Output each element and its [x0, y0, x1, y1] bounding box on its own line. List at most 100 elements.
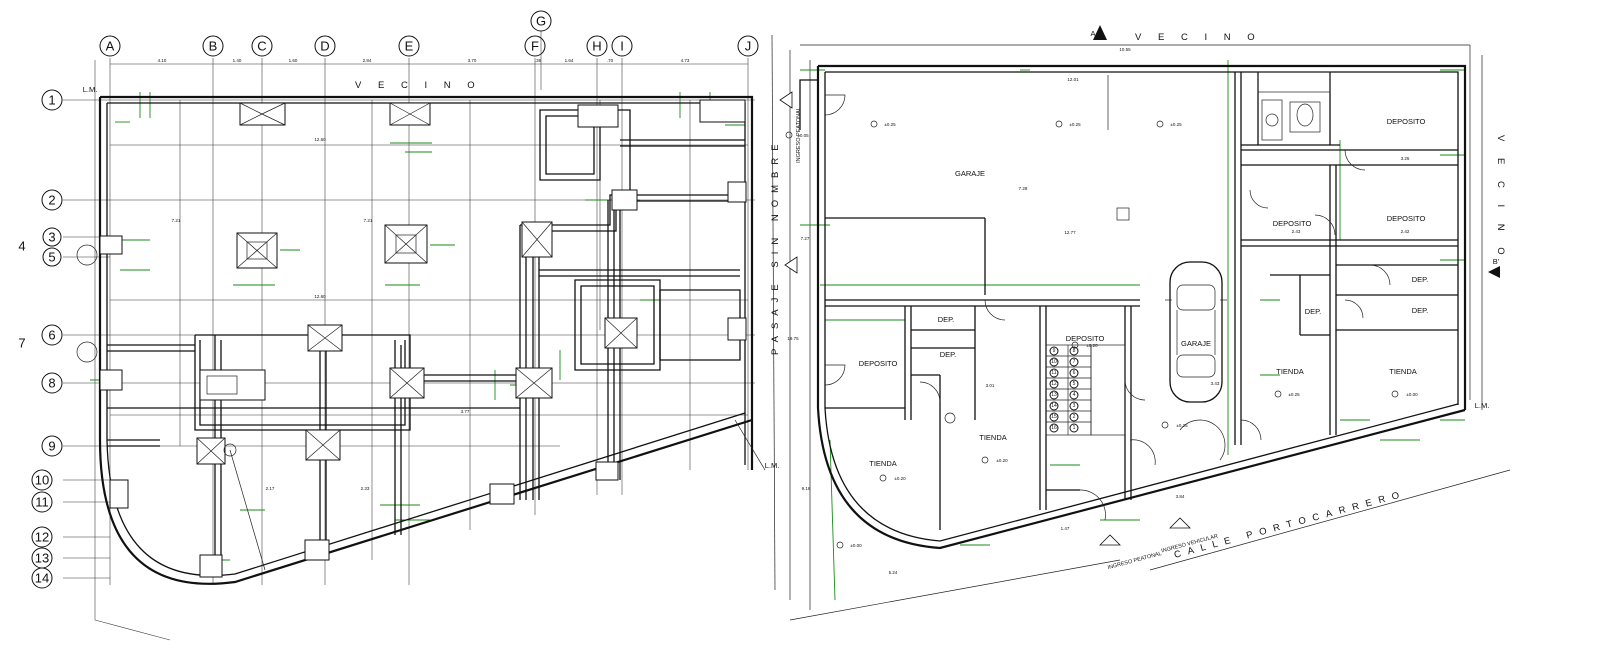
- stair-step: 16: [1051, 425, 1057, 431]
- room-deposito: DEPOSITO: [1273, 219, 1312, 228]
- row-axis-label: 4: [18, 239, 25, 254]
- col-axis-bubble: E: [398, 35, 420, 57]
- level-mark: ±0.00: [1391, 390, 1418, 398]
- svg-text:12: 12: [35, 530, 49, 545]
- dim-text: 3.70: [468, 58, 477, 63]
- svg-text:±0.25: ±0.25: [1069, 122, 1081, 127]
- svg-text:4: 4: [18, 239, 25, 254]
- svg-text:G: G: [536, 14, 546, 29]
- dim-text: 12.60: [314, 294, 326, 299]
- level-mark: ±0.20: [981, 456, 1008, 464]
- dim-text: 3.84: [1176, 494, 1185, 499]
- svg-text:F: F: [531, 39, 539, 54]
- row-axis-label: 7: [18, 336, 25, 351]
- stair-step: 9: [1053, 348, 1056, 354]
- right-dimension-markers: [800, 60, 1465, 601]
- dim-text: 7.27: [801, 236, 810, 241]
- dim-text: 5.24: [889, 570, 898, 575]
- column-pyramid: [236, 232, 278, 269]
- svg-text:11: 11: [35, 495, 49, 510]
- column-pyramid: [99, 235, 123, 255]
- dim-text: 2.84: [363, 58, 372, 63]
- column-pyramid: [727, 317, 747, 341]
- level-marks: ±0.25 ±0.25 ±0.25 ±0.05 ±0.20 ±0.25 ±0.2…: [785, 120, 1418, 549]
- dim-text: 7.28: [1019, 186, 1028, 191]
- dim-text: 2.43: [1292, 229, 1301, 234]
- svg-text:7: 7: [18, 336, 25, 351]
- dim-text: 3.43: [1211, 381, 1220, 386]
- left-columns: [76, 99, 747, 578]
- left-lm-label: L.M.: [83, 85, 98, 94]
- stair-step: 13: [1051, 392, 1057, 398]
- stair-step-numbers: 1 2 3 4 5 6 7 8 9 10 11 12 13 14 15 16: [1049, 346, 1079, 433]
- right-outer-walls: [799, 64, 1467, 550]
- column-pyramid: [699, 99, 746, 123]
- col-axis-bubble: J: [737, 35, 759, 57]
- dim-text: 1.40: [233, 58, 242, 63]
- room-tienda: TIENDA: [1276, 367, 1304, 376]
- right-doors: [824, 94, 1391, 521]
- column-pyramid: [521, 221, 553, 258]
- room-dep: DEP.: [1305, 307, 1322, 316]
- column-pyramid: [604, 317, 638, 349]
- room-tienda: TIENDA: [979, 433, 1007, 442]
- left-axis-grid: [63, 58, 755, 641]
- svg-text:±0.20: ±0.20: [894, 476, 906, 481]
- row-axis-bubble: 14: [31, 567, 53, 589]
- svg-text:J: J: [745, 39, 752, 54]
- svg-text:I: I: [620, 39, 624, 54]
- level-mark: ±0.20: [1071, 341, 1098, 349]
- room-tienda: TIENDA: [869, 459, 897, 468]
- column-pyramid: [109, 479, 129, 509]
- col-axis-bubble: C: [251, 35, 273, 57]
- svg-text:±0.25: ±0.25: [1288, 392, 1300, 397]
- stair-step: 11: [1051, 370, 1056, 376]
- column-pyramid: [239, 102, 286, 126]
- room-deposito: DEPOSITO: [859, 359, 898, 368]
- column-pyramid: [727, 181, 747, 203]
- car-icon: [1165, 261, 1227, 403]
- svg-text:±0.25: ±0.25: [884, 122, 896, 127]
- row-axis-bubble: 9: [41, 435, 63, 457]
- row-axis-bubble: 6: [41, 324, 63, 346]
- room-dep: DEP.: [938, 315, 955, 324]
- column-pyramid: [489, 483, 515, 505]
- svg-text:8: 8: [48, 376, 55, 391]
- stair-step: 14: [1051, 403, 1057, 409]
- dim-text: 4.10: [158, 58, 167, 63]
- svg-text:±0.20: ±0.20: [1086, 343, 1098, 348]
- svg-text:6: 6: [48, 328, 55, 343]
- level-mark: ±0.25: [1055, 120, 1081, 128]
- column-pyramid: [595, 461, 619, 481]
- svg-text:14: 14: [35, 571, 49, 586]
- dim-text: 2.17: [266, 486, 275, 491]
- entrance-peatonal-side: INGRESO PEATONAL: [796, 107, 802, 163]
- dim-text: 12.01: [1067, 77, 1079, 82]
- left-lm-label-bottom: L.M.: [765, 461, 780, 470]
- stair-step: 5: [1073, 381, 1076, 387]
- row-axis-bubble: 11: [31, 491, 53, 513]
- column-pyramid: [199, 369, 266, 401]
- col-axis-bubble: I: [611, 35, 633, 57]
- row-axis-bubble: 8: [41, 372, 63, 394]
- svg-text:B: B: [209, 39, 218, 54]
- room-labels: GARAJE GARAJE DEPOSITO DEPOSITO DEPOSITO…: [859, 117, 1429, 468]
- row-axis-bubble: 3: [42, 227, 62, 247]
- row-axis-bubble: 2: [41, 189, 63, 211]
- right-floor-plan: 1 2 3 4 5 6 7 8 9 10 11 12 13 14 15 16: [770, 25, 1511, 621]
- svg-text:±0.25: ±0.25: [1170, 122, 1182, 127]
- column-pyramid: [305, 429, 341, 461]
- room-deposito: DEPOSITO: [1387, 214, 1426, 223]
- svg-text:A: A: [106, 39, 115, 54]
- room-dep: DEP.: [1412, 275, 1429, 284]
- stair-step: 10: [1051, 359, 1057, 365]
- street-top-vecino: V E C I N O: [1135, 32, 1262, 43]
- right-dimensions: 10.55 12.01 12.77 7.28 7.27 19.75 9.16 3…: [787, 47, 1410, 575]
- level-mark: ±0.25: [870, 120, 896, 128]
- dim-text: .70: [607, 58, 614, 63]
- column-pyramid: [611, 189, 638, 211]
- room-garaje-car: GARAJE: [1181, 339, 1211, 348]
- column-pyramid: [196, 437, 226, 465]
- stair-step: 3: [1073, 403, 1076, 409]
- section-marker-b: B': [1488, 257, 1500, 278]
